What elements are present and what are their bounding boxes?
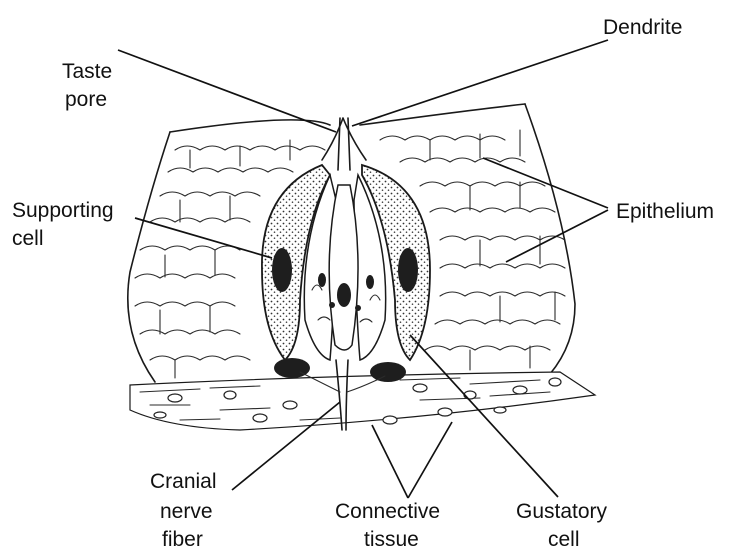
label-gustatory-cell-line1: Gustatory [516,500,608,523]
connective-tissue-band [130,372,595,430]
label-connective-tissue-line1: Connective [335,500,440,523]
label-supporting-cell-line2: cell [12,227,44,250]
label-dendrite: Dendrite [603,16,682,39]
label-taste-pore-line2: pore [65,88,107,111]
label-cranial-nerve-line3: fiber [162,528,203,551]
label-taste-pore-line1: Taste [62,60,112,83]
label-cranial-nerve-line2: nerve [160,500,213,523]
label-supporting-cell-line1: Supporting [12,199,114,222]
label-cranial-nerve-line1: Cranial [150,470,217,493]
label-epithelium: Epithelium [616,200,714,223]
label-gustatory-cell-line2: cell [548,528,580,551]
label-connective-tissue-line2: tissue [364,528,419,551]
